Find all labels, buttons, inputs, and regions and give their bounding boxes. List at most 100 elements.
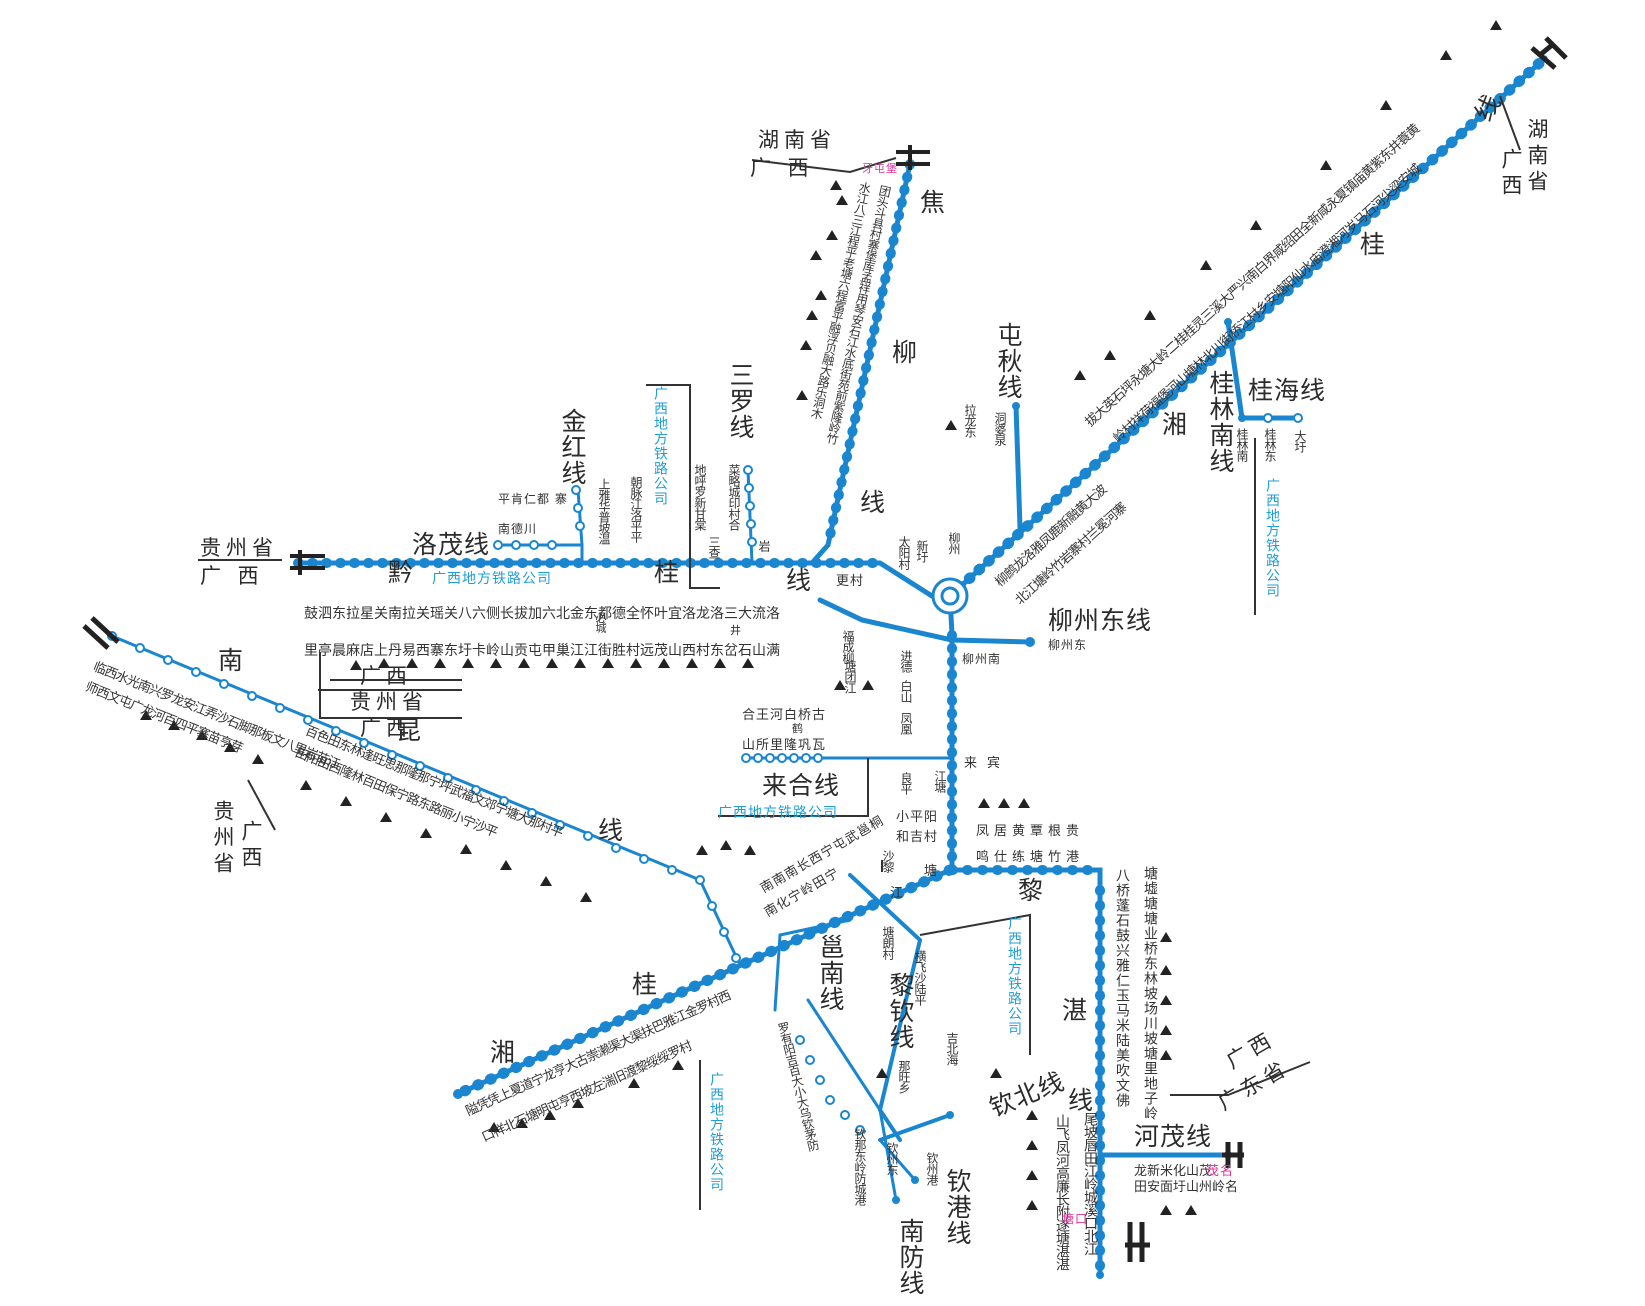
- station-column-lizhan-1: 八桥蓬石鼓兴雅仁玉马米陆美吹文佛: [1114, 868, 1130, 1108]
- tunqiu-line[interactable]: [1013, 403, 1023, 531]
- station-row-lizhan-2: 鸣仕练塘竹港: [976, 850, 1085, 865]
- station-column-lizhan-2: 塘墟塘塘业桥东林坡场川坡塘里地子岭: [1142, 866, 1158, 1121]
- qingang-line[interactable]: [878, 1138, 917, 1182]
- line-label-nankun-a: 南: [218, 646, 245, 675]
- station-row-hemao-2: 田安面圩山州岭名: [1134, 1180, 1239, 1195]
- station-liuzhou-n1: 太阳村: [897, 536, 911, 569]
- line-label-luomao: 洛茂线: [412, 530, 491, 559]
- station-guilindong: 桂林东: [1263, 428, 1277, 461]
- border-markers: [82, 36, 1568, 1262]
- province-label-guizhou-w: 贵州省: [200, 536, 278, 560]
- border-marker-hemao: [1222, 1142, 1244, 1168]
- station-qiangui-jing: 井: [730, 624, 742, 637]
- luomao-line[interactable]: [494, 488, 584, 565]
- station-qiangui-mid: 必城: [594, 612, 607, 632]
- xianggui-line-ne-core[interactable]: [947, 55, 1548, 599]
- station-column-lizhan-4: 山飞凤河高廉长附遂塘湛湛: [1054, 1114, 1070, 1270]
- station-laihe-row3: 山所里隆巩瓦: [742, 738, 827, 753]
- province-label-guangxi-ne: 广西: [1499, 148, 1523, 200]
- station-liuzhou-n2: 新圩: [915, 540, 929, 562]
- nanfang-line[interactable]: [806, 998, 898, 1202]
- station-south-c6: 良平: [899, 772, 913, 794]
- liuzhoudong-line[interactable]: [949, 637, 1033, 645]
- boundaries: [198, 95, 1521, 1210]
- line-label-qiangui-a: 黔: [388, 558, 415, 587]
- line-label-guihai: 桂海线: [1248, 376, 1327, 405]
- line-label-xianggui-sw-a: 桂: [632, 970, 659, 999]
- station-row-lizhan-1: 凤居黄覃根贵: [976, 824, 1085, 839]
- line-label-qiangui-b: 桂: [654, 558, 681, 587]
- province-label-guangxi-top: 广 西: [750, 156, 814, 180]
- station-jinhong-v1: 上雅华普坡温: [597, 478, 611, 544]
- station-sanluo-v1: 地呼罗新甘棠: [693, 464, 707, 530]
- mountain-decorations: [140, 20, 1502, 1215]
- line-label-jinhong: 金红线: [558, 408, 587, 486]
- line-label-jiaoliu-b: 柳: [892, 338, 919, 367]
- station-row-qiangui-2: 里亭晨麻店上丹易西寨东圩卡岭山贡屯甲巢江江街胜村远茂山西村东岔石山满: [304, 643, 780, 659]
- province-label-hunan-top: 湖南省: [758, 128, 836, 152]
- border-marker-zhan: [1125, 1222, 1150, 1262]
- station-liuzhounan: 柳州南: [962, 652, 1002, 666]
- company-label-sw: 广西地方铁路公司: [708, 1072, 724, 1192]
- station-south-c10: 沙黎: [881, 850, 895, 872]
- xianggui-line-sw-dots: [452, 864, 956, 1100]
- line-label-nanfang: 南防线: [896, 1218, 925, 1296]
- qinbei-line[interactable]: [878, 1113, 952, 1142]
- line-label-xianggui-ne-b: 桂: [1360, 230, 1387, 259]
- province-label-guangxi-sw: 广西: [239, 820, 263, 872]
- line-label-jiaoliu-a: 焦: [920, 188, 947, 217]
- station-column-lizhan-3: 尾坡唇田江岭城溪口北江: [1082, 1112, 1098, 1255]
- station-liuzhou-w: 更村: [836, 574, 865, 589]
- border-marker-sw: [82, 616, 120, 650]
- main-stations: [453, 318, 1246, 1279]
- yongnan-line[interactable]: [773, 918, 852, 1012]
- station-guilinnan: 桂林南: [1235, 428, 1249, 461]
- station-maoming: 茂名: [1206, 1164, 1235, 1179]
- province-label-guangxi-center-a: 广西: [360, 664, 412, 688]
- line-label-tunqiu: 屯秋线: [994, 322, 1023, 400]
- station-qinzhoudong: 钦州东: [885, 1142, 899, 1175]
- border-marker-top: [896, 145, 930, 170]
- jiaoliu-line-dots: [823, 159, 915, 550]
- station-tunqiu-lalongdong: 拉龙东: [963, 404, 977, 437]
- station-sanluo-v3: 三查: [707, 536, 721, 558]
- company-label-qiangui: 广西地方铁路公司: [432, 571, 552, 587]
- station-row-hemao-1: 龙新米化山茂: [1134, 1164, 1213, 1179]
- station-column-liqin: 横飞沙陆平: [913, 950, 927, 1005]
- station-column-nanfang-2: 钦那东岭防城港: [853, 1128, 867, 1205]
- line-label-lizhan-a: 黎: [1018, 876, 1045, 905]
- province-label-guizhou-center: 贵州省: [350, 690, 428, 714]
- line-label-hemao: 河茂线: [1134, 1122, 1213, 1151]
- station-south-c7: 小平阳: [896, 810, 939, 825]
- station-sanluo-v2: 菜略城印村合: [727, 464, 741, 530]
- station-laihe-row1: 合王河白桥古: [742, 708, 827, 723]
- station-south-c3: 进德: [899, 650, 913, 672]
- station-south-c5: 凤凰: [899, 712, 913, 734]
- province-label-hunan-ne: 湖南省: [1525, 118, 1549, 196]
- station-south-c4: 白山: [899, 680, 913, 702]
- station-column-qinbei-2: 那旺乡: [897, 1060, 911, 1093]
- station-south-c12: 江: [890, 886, 905, 901]
- station-row-qiangui-1: 鼓泗东拉星关南拉关瑶关八六侧长拔加六北金东都德全怀叶宜洛龙洛三大流洛: [304, 606, 780, 622]
- line-label-qingang: 钦港线: [943, 1168, 972, 1246]
- line-label-lizhan-b: 湛: [1062, 996, 1089, 1025]
- station-column-liqin-2: 塘朗村: [881, 926, 895, 959]
- line-label-liuzhoudong: 柳州东线: [1048, 606, 1153, 635]
- liqin-line[interactable]: [848, 873, 923, 1142]
- liuzhou-hub[interactable]: [931, 577, 969, 615]
- local-stations: [107, 413, 1303, 1135]
- line-label-nankun-b: 昆: [396, 716, 423, 745]
- line-label-laihe: 来合线: [762, 771, 841, 800]
- station-liuzhou: 柳州: [947, 532, 961, 554]
- line-label-yongnan: 邕南线: [816, 934, 845, 1012]
- line-label-nankun-c: 线: [598, 816, 625, 845]
- province-label-guangxi-center-c: 广西: [360, 716, 412, 740]
- station-south-c9: 江塘: [933, 770, 947, 792]
- line-label-guilinnan: 桂林南线: [1206, 370, 1235, 474]
- station-jinhong: 平肯仁都 寨南德川: [498, 492, 568, 536]
- station-tunqiu-dongpoquan: 洞婆泉: [993, 412, 1007, 445]
- company-label-liqin: 广西地方铁路公司: [1006, 916, 1022, 1036]
- province-label-guizhou-sw: 贵州省: [211, 800, 235, 878]
- station-sanluo-v4: 岩: [757, 540, 771, 551]
